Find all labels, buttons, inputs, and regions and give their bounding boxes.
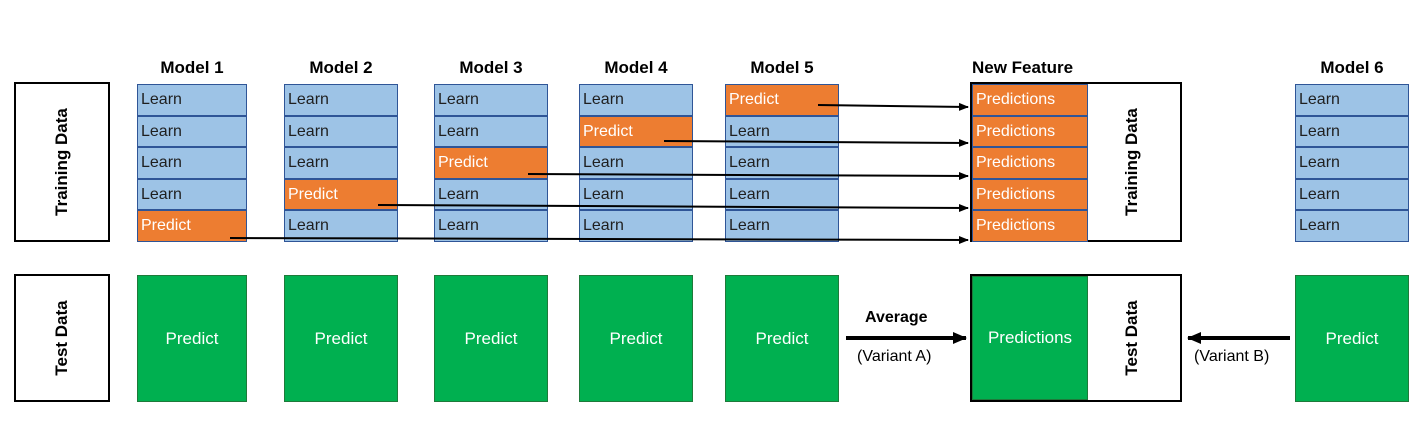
new-feature-cell-4: Predictions bbox=[972, 178, 1088, 211]
variant-b-label: (Variant B) bbox=[1194, 348, 1270, 365]
model3-title: Model 3 bbox=[459, 58, 523, 77]
model2-cell-1: Learn bbox=[284, 84, 398, 116]
model6-title: Model 6 bbox=[1320, 58, 1384, 77]
model6-cell-3: Learn bbox=[1295, 147, 1409, 179]
model5-title: Model 5 bbox=[750, 58, 814, 77]
new-feature-test-predictions: Predictions bbox=[972, 276, 1088, 400]
average-label: Average bbox=[865, 309, 928, 326]
variant-a-label: (Variant A) bbox=[857, 348, 932, 365]
model6-cell-1: Learn bbox=[1295, 84, 1409, 116]
model6-cell-4: Learn bbox=[1295, 178, 1409, 211]
arrow-model2-to-feature bbox=[377, 203, 969, 212]
new-feature-cell-2: Predictions bbox=[972, 115, 1088, 148]
model5-cell-1: Predict bbox=[725, 84, 839, 116]
model2-title: Model 2 bbox=[309, 58, 373, 77]
training-data-box: Training Data bbox=[14, 82, 110, 242]
model4-cell-5: Learn bbox=[579, 210, 693, 242]
model4-title: Model 4 bbox=[604, 58, 668, 77]
model4-test-predict: Predict bbox=[579, 275, 693, 402]
model1-test-predict: Predict bbox=[137, 275, 247, 402]
model4-cell-2: Predict bbox=[579, 115, 693, 148]
model1-cell-2: Learn bbox=[137, 115, 247, 148]
model6-cell-5: Learn bbox=[1295, 210, 1409, 242]
model4-cell-1: Learn bbox=[579, 84, 693, 116]
new-feature-cell-3: Predictions bbox=[972, 147, 1088, 179]
new-feature-cell-5: Predictions bbox=[972, 210, 1088, 242]
model5-cell-3: Learn bbox=[725, 147, 839, 179]
model5-cell-5: Learn bbox=[725, 210, 839, 242]
model5-test-predict: Predict bbox=[725, 275, 839, 402]
model3-cell-5: Learn bbox=[434, 210, 548, 242]
model1-cell-5: Predict bbox=[137, 210, 247, 242]
model3-test-predict: Predict bbox=[434, 275, 548, 402]
model1-title: Model 1 bbox=[160, 58, 224, 77]
model3-cell-2: Learn bbox=[434, 115, 548, 148]
arrow-model3-to-feature bbox=[527, 171, 969, 180]
new-feature-cell-1: Predictions bbox=[972, 84, 1088, 116]
model2-cell-3: Learn bbox=[284, 147, 398, 179]
test-data-box: Test Data bbox=[14, 274, 110, 402]
model2-test-predict: Predict bbox=[284, 275, 398, 402]
model1-cell-3: Learn bbox=[137, 147, 247, 179]
model3-cell-1: Learn bbox=[434, 84, 548, 116]
arrow-model1-to-feature bbox=[229, 235, 969, 244]
arrow-model5-to-feature bbox=[817, 102, 969, 111]
model2-cell-5: Learn bbox=[284, 210, 398, 242]
model6-cell-2: Learn bbox=[1295, 115, 1409, 148]
model1-cell-1: Learn bbox=[137, 84, 247, 116]
model6-test-predict: Predict bbox=[1295, 275, 1409, 402]
arrow-model4-to-feature bbox=[663, 138, 969, 147]
model5-cell-4: Learn bbox=[725, 178, 839, 211]
new-feature-title: New Feature bbox=[972, 58, 1074, 77]
model2-cell-2: Learn bbox=[284, 115, 398, 148]
model1-cell-4: Learn bbox=[137, 178, 247, 211]
